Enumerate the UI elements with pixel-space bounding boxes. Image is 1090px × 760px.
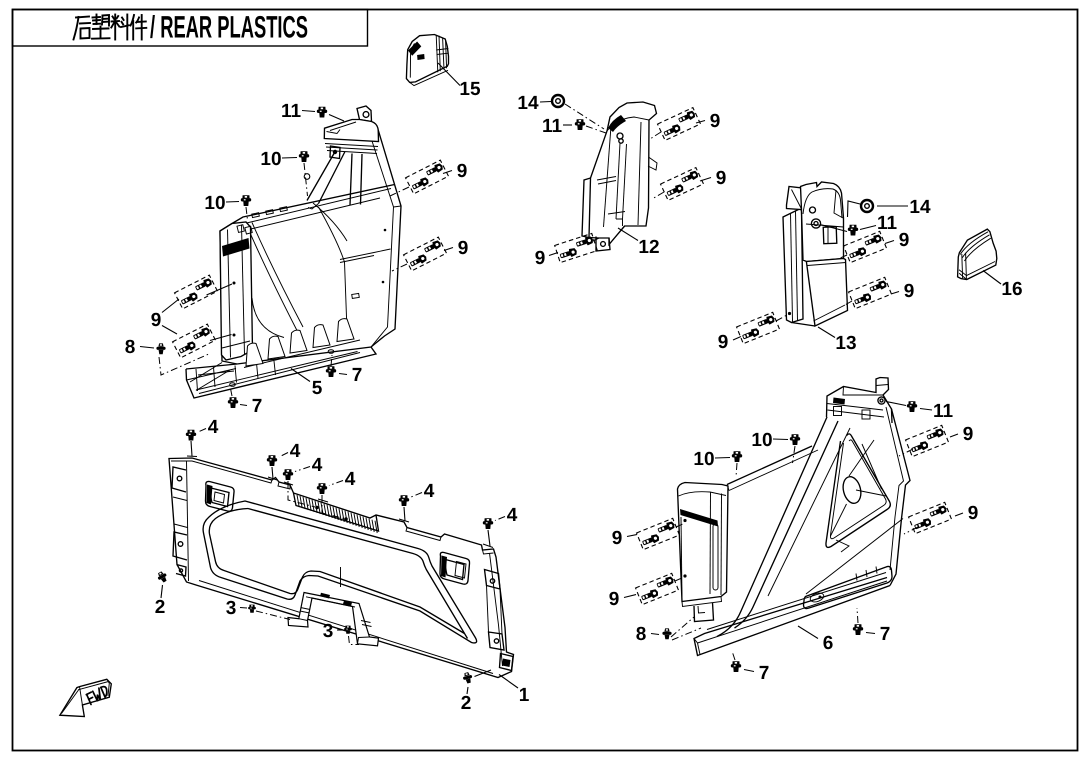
svg-text:8: 8 (125, 337, 136, 358)
svg-text:4: 4 (312, 455, 323, 476)
svg-text:10: 10 (693, 449, 714, 470)
svg-text:4: 4 (507, 505, 518, 526)
svg-text:8: 8 (636, 624, 647, 645)
svg-text:9: 9 (968, 503, 979, 524)
svg-text:9: 9 (963, 424, 974, 445)
svg-text:7: 7 (759, 663, 770, 684)
svg-text:4: 4 (424, 481, 435, 502)
svg-text:9: 9 (457, 161, 468, 182)
svg-text:2: 2 (155, 597, 166, 618)
svg-text:5: 5 (312, 378, 323, 399)
svg-text:4: 4 (290, 441, 301, 462)
svg-text:9: 9 (612, 528, 623, 549)
svg-text:9: 9 (609, 589, 620, 610)
svg-text:9: 9 (535, 248, 546, 269)
svg-text:7: 7 (352, 365, 363, 386)
svg-text:14: 14 (517, 93, 539, 114)
svg-text:11: 11 (877, 213, 898, 234)
svg-text:12: 12 (638, 237, 659, 258)
svg-text:11: 11 (542, 116, 563, 137)
svg-text:9: 9 (458, 238, 469, 259)
svg-text:3: 3 (323, 621, 334, 642)
svg-text:15: 15 (459, 79, 481, 100)
svg-text:7: 7 (252, 396, 263, 417)
svg-text:16: 16 (1001, 279, 1022, 300)
svg-text:9: 9 (710, 111, 721, 132)
svg-text:11: 11 (933, 401, 954, 422)
svg-text:13: 13 (835, 333, 856, 354)
svg-text:10: 10 (751, 430, 772, 451)
svg-text:4: 4 (208, 417, 219, 438)
svg-text:2: 2 (461, 693, 472, 714)
svg-text:10: 10 (260, 149, 281, 170)
svg-text:14: 14 (909, 197, 931, 218)
svg-text:/ REAR PLASTICS: / REAR PLASTICS (150, 10, 308, 45)
svg-text:3: 3 (226, 598, 237, 619)
svg-text:4: 4 (345, 469, 356, 490)
svg-text:7: 7 (880, 624, 891, 645)
svg-text:11: 11 (281, 101, 302, 122)
svg-text:6: 6 (823, 633, 834, 654)
svg-text:1: 1 (519, 685, 530, 706)
svg-text:10: 10 (204, 193, 225, 214)
svg-text:9: 9 (899, 230, 910, 251)
svg-text:9: 9 (716, 168, 727, 189)
svg-text:9: 9 (151, 310, 162, 331)
svg-text:9: 9 (904, 281, 915, 302)
svg-text:9: 9 (718, 332, 729, 353)
